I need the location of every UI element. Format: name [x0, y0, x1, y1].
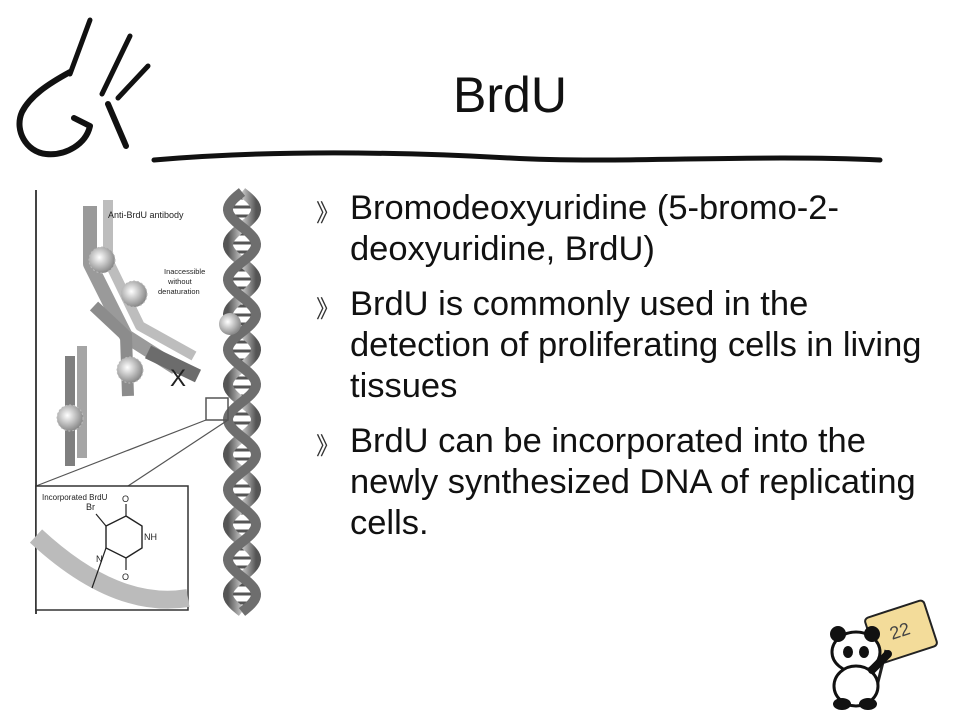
inaccessible-label-3: denaturation — [158, 287, 200, 296]
atom-br: Br — [86, 502, 95, 512]
inset-title: Incorporated BrdU — [42, 493, 108, 502]
brdu-molecules — [56, 246, 241, 432]
inaccessible-label-1: Inaccessible — [164, 267, 205, 276]
atom-o-top: O — [122, 494, 129, 504]
bullet-item-1: 》 Bromodeoxyuridine (5-bromo-2-deoxyurid… — [310, 188, 955, 270]
doodle-logo-icon — [16, 17, 151, 158]
bullet-marker-icon: 》 — [316, 200, 340, 227]
bullet-text-3: BrdU can be incorporated into the newly … — [350, 422, 916, 542]
bullet-text-1: Bromodeoxyuridine (5-bromo-2-deoxyuridin… — [350, 189, 839, 268]
atom-o-bottom: O — [122, 572, 129, 582]
incorporated-brdu-inset: Incorporated BrdU Br O NH N O — [30, 485, 190, 611]
atom-nh: NH — [144, 532, 157, 542]
bullet-item-2: 》 BrdU is commonly used in the detection… — [310, 284, 955, 407]
bullet-marker-icon: 》 — [316, 296, 340, 323]
dna-helix — [222, 188, 262, 616]
block-symbol: X — [170, 365, 186, 392]
bullet-item-3: 》 BrdU can be incorporated into the newl… — [310, 421, 955, 544]
bullet-text-2: BrdU is commonly used in the detection o… — [350, 285, 922, 405]
bullet-marker-icon: 》 — [316, 433, 340, 460]
slide-title: BrdU — [453, 67, 567, 123]
title-underline — [151, 150, 883, 163]
panda-mascot-icon — [830, 599, 938, 710]
inaccessible-label-2: without — [167, 277, 193, 286]
atom-n: N — [96, 554, 103, 564]
bullet-list: 》 Bromodeoxyuridine (5-bromo-2-deoxyurid… — [310, 188, 955, 558]
antibody-label: Anti-BrdU antibody — [108, 210, 184, 220]
brdu-antibody-figure: Anti-BrdU antibody Inaccessible without … — [30, 186, 270, 618]
